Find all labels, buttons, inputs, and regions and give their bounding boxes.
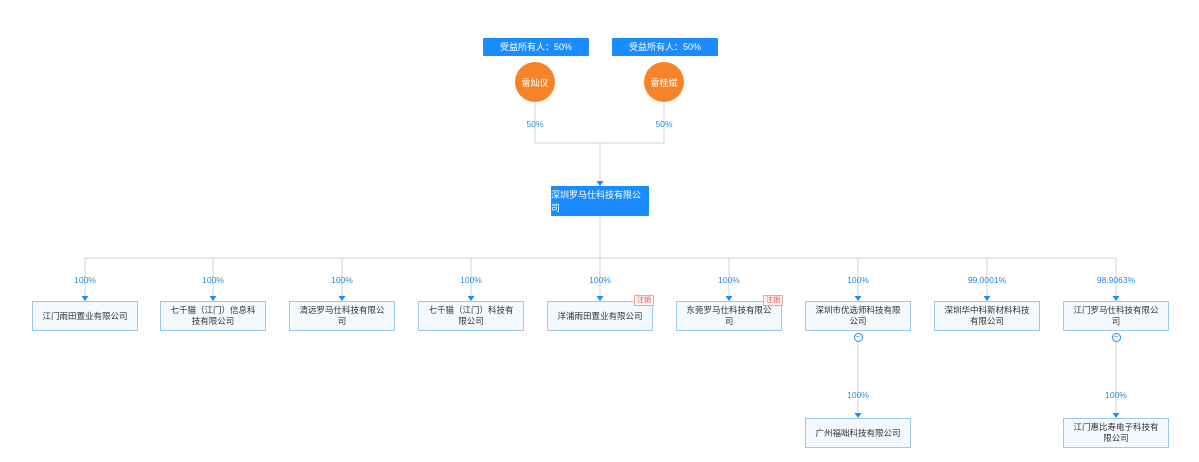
arrowhead-icon — [983, 296, 991, 301]
grandchild-node-2[interactable]: 江门惠比寿电子科技有限公司 — [1063, 418, 1169, 448]
deregistered-badge: 注销 — [763, 295, 783, 306]
grandchild-name: 江门惠比寿电子科技有限公司 — [1073, 422, 1159, 443]
subsidiary-percent-3: 100% — [331, 275, 353, 285]
subsidiary-name: 深圳华中科新材料科技有限公司 — [944, 305, 1030, 326]
arrowhead-icon — [596, 296, 604, 301]
arrowhead-icon — [1112, 296, 1120, 301]
arrowhead-icon — [596, 181, 604, 186]
arrowhead-icon — [725, 296, 733, 301]
owner-tag-1: 受益所有人：50% — [483, 38, 589, 56]
grandchild-name: 广州福咄科技有限公司 — [815, 427, 901, 438]
subsidiary-node-1[interactable]: 江门雨田置业有限公司 — [32, 301, 138, 331]
subsidiary-name: 江门雨田置业有限公司 — [42, 310, 128, 321]
subsidiary-node-2[interactable]: 七千猫（江门）信息科技有限公司 — [160, 301, 266, 331]
subsidiary-node-7[interactable]: 深圳市优选师科技有限公司 — [805, 301, 911, 331]
subsidiary-node-3[interactable]: 清远罗马仕科技有限公司 — [289, 301, 395, 331]
collapse-toggle-icon[interactable]: − — [1111, 333, 1121, 342]
subsidiary-node-4[interactable]: 七千猫（江门）科技有限公司 — [418, 301, 524, 331]
subsidiary-node-8[interactable]: 深圳华中科新材料科技有限公司 — [934, 301, 1040, 331]
arrowhead-icon — [81, 296, 89, 301]
owner-node-1[interactable]: 雷灿仪 — [515, 62, 555, 102]
subsidiary-percent-5: 100% — [589, 275, 611, 285]
owner-percent-1: 50% — [526, 119, 544, 129]
subsidiary-percent-6: 100% — [718, 275, 740, 285]
owner-node-2[interactable]: 雷桂斌 — [644, 62, 684, 102]
subsidiary-name: 江门罗马仕科技有限公司 — [1073, 305, 1159, 326]
arrowhead-icon — [854, 296, 862, 301]
root-company[interactable]: 深圳罗马仕科技有限公司 — [551, 186, 649, 216]
subsidiary-name: 东莞罗马仕科技有限公司 — [686, 305, 772, 326]
grandchild-percent-1: 100% — [847, 390, 869, 400]
subsidiary-percent-9: 98.9063% — [1096, 275, 1136, 285]
subsidiary-percent-4: 100% — [460, 275, 482, 285]
subsidiary-name: 清远罗马仕科技有限公司 — [299, 305, 385, 326]
subsidiary-node-9[interactable]: 江门罗马仕科技有限公司 — [1063, 301, 1169, 331]
arrowhead-icon — [338, 296, 346, 301]
deregistered-badge: 注销 — [634, 295, 654, 306]
grandchild-percent-2: 100% — [1105, 390, 1127, 400]
owner-tag-2: 受益所有人：50% — [612, 38, 718, 56]
subsidiary-percent-7: 100% — [847, 275, 869, 285]
subsidiary-name: 洋浦雨田置业有限公司 — [557, 310, 643, 321]
subsidiary-name: 七千猫（江门）信息科技有限公司 — [170, 305, 256, 326]
subsidiary-name: 七千猫（江门）科技有限公司 — [428, 305, 514, 326]
subsidiary-percent-1: 100% — [74, 275, 96, 285]
subsidiary-percent-2: 100% — [202, 275, 224, 285]
arrowhead-icon — [209, 296, 217, 301]
subsidiary-node-6[interactable]: 东莞罗马仕科技有限公司注销 — [676, 295, 783, 331]
subsidiary-node-5[interactable]: 洋浦雨田置业有限公司 注销 — [547, 295, 654, 331]
arrowhead-icon — [854, 413, 862, 418]
owner-percent-2: 50% — [655, 119, 673, 129]
subsidiary-percent-8: 99.0001% — [967, 275, 1007, 285]
grandchild-node-1[interactable]: 广州福咄科技有限公司 — [805, 418, 911, 448]
arrowhead-icon — [467, 296, 475, 301]
collapse-toggle-icon[interactable]: − — [853, 333, 863, 342]
subsidiary-name: 深圳市优选师科技有限公司 — [815, 305, 901, 326]
arrowhead-icon — [1112, 413, 1120, 418]
